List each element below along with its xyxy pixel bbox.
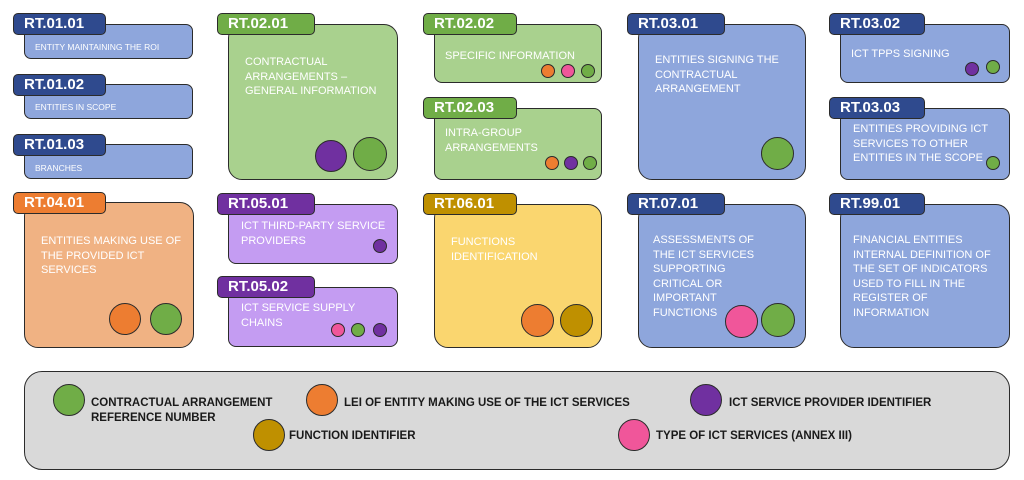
- provider-id-dot: [564, 156, 578, 170]
- card-label: ICT TPPs SIGNING: [851, 48, 950, 60]
- card-rt-03-01: ENTITIES SIGNING THE CONTRACTUAL ARRANGE…: [638, 24, 806, 180]
- lei-entity-dot: [541, 64, 555, 78]
- provider-id-dot: [965, 62, 979, 76]
- legend-ict-type-label: TYPE OF ICT SERVICES (ANNEX III): [656, 430, 852, 442]
- tag-rt-02-02: RT.02.02: [423, 13, 517, 35]
- legend-purple-dot: [690, 384, 722, 416]
- legend: CONTRACTUAL ARRANGEMENT REFERENCE NUMBER…: [24, 371, 1010, 470]
- tag-rt-03-02: RT.03.02: [829, 13, 925, 35]
- contract-ref-dot: [986, 156, 1000, 170]
- tag-rt-03-01: RT.03.01: [627, 13, 725, 35]
- card-rt-05-01: ICT THIRD-PARTY SERVICE PROVIDERS: [228, 204, 398, 264]
- contract-ref-dot: [583, 156, 597, 170]
- tag-rt-03-03: RT.03.03: [829, 97, 925, 119]
- card-label: SPECIFIC INFORMATION: [445, 50, 575, 62]
- tag-rt-05-02: RT.05.02: [217, 276, 315, 298]
- ict-type-dot: [725, 305, 758, 338]
- legend-provider-id-label: ICT SERVICE PROVIDER IDENTIFIER: [729, 397, 932, 409]
- card-label: ENTITIES IN SCOPE: [35, 102, 117, 112]
- legend-pink-dot: [618, 419, 650, 451]
- legend-orange-dot: [306, 384, 338, 416]
- contract-ref-dot: [761, 137, 794, 170]
- provider-id-dot: [373, 239, 387, 253]
- legend-contract-ref-label: CONTRACTUAL ARRANGEMENT REFERENCE NUMBER: [91, 397, 273, 424]
- card-label: ENTITIES MAKING USE OF THE PROVIDED ICT …: [41, 235, 181, 276]
- function-id-dot: [560, 304, 593, 337]
- legend-green-dot: [53, 384, 85, 416]
- tag-rt-01-03: RT.01.03: [13, 134, 106, 156]
- card-rt-99-01: FINANCIAL ENTITIES INTERNAL DEFINITION O…: [840, 204, 1010, 348]
- card-rt-06-01: FUNCTIONS IDENTIFICATION: [434, 204, 602, 348]
- tag-rt-06-01: RT.06.01: [423, 193, 517, 215]
- contract-ref-dot: [581, 64, 595, 78]
- ict-type-dot: [561, 64, 575, 78]
- tag-rt-07-01: RT.07.01: [627, 193, 725, 215]
- provider-id-dot: [315, 140, 347, 172]
- legend-function-id-label: FUNCTION IDENTIFIER: [289, 430, 416, 442]
- contract-ref-dot: [761, 303, 795, 337]
- contract-ref-dot: [150, 303, 182, 335]
- ict-type-dot: [331, 323, 345, 337]
- card-label: ENTITY MAINTAINING THE ROI: [35, 42, 160, 52]
- card-label: INTRA-GROUP ARRANGEMENTS: [445, 127, 538, 154]
- tag-rt-04-01: RT.04.01: [13, 192, 106, 214]
- legend-gold-dot: [253, 419, 285, 451]
- lei-entity-dot: [109, 303, 141, 335]
- card-rt-01-03: BRANCHES: [24, 144, 193, 179]
- tag-rt-01-01: RT.01.01: [13, 13, 106, 35]
- card-label: FUNCTIONS IDENTIFICATION: [451, 236, 538, 263]
- card-label: FINANCIAL ENTITIES INTERNAL DEFINITION O…: [853, 234, 991, 319]
- card-rt-07-01: ASSESSMENTS OF THE ICT SERVICES SUPPORTI…: [638, 204, 806, 348]
- legend-lei-label: LEI OF ENTITY MAKING USE OF THE ICT SERV…: [344, 397, 630, 409]
- contract-ref-dot: [351, 323, 365, 337]
- tag-rt-01-02: RT.01.02: [13, 74, 106, 96]
- card-rt-02-01: CONTRACTUAL ARRANGEMENTS – GENERAL INFOR…: [228, 24, 398, 180]
- tag-rt-02-01: RT.02.01: [217, 13, 315, 35]
- card-label: ENTITIES PROVIDING ICT SERVICES TO OTHER…: [853, 123, 988, 164]
- card-rt-03-03: ENTITIES PROVIDING ICT SERVICES TO OTHER…: [840, 108, 1010, 180]
- card-rt-04-01: ENTITIES MAKING USE OF THE PROVIDED ICT …: [24, 202, 194, 348]
- card-label: ENTITIES SIGNING THE CONTRACTUAL ARRANGE…: [655, 54, 779, 95]
- lei-entity-dot: [545, 156, 559, 170]
- card-label: CONTRACTUAL ARRANGEMENTS – GENERAL INFOR…: [245, 56, 377, 97]
- tag-rt-02-03: RT.02.03: [423, 97, 517, 119]
- card-label: ASSESSMENTS OF THE ICT SERVICES SUPPORTI…: [653, 234, 755, 319]
- contract-ref-dot: [986, 60, 1000, 74]
- contract-ref-dot: [353, 137, 387, 171]
- tag-rt-05-01: RT.05.01: [217, 193, 315, 215]
- card-rt-02-03: INTRA-GROUP ARRANGEMENTS: [434, 108, 602, 180]
- tag-rt-99-01: RT.99.01: [829, 193, 925, 215]
- card-label: ICT THIRD-PARTY SERVICE PROVIDERS: [241, 220, 386, 247]
- card-label: BRANCHES: [35, 163, 83, 173]
- card-label: ICT SERVICE SUPPLY CHAINS: [241, 302, 356, 329]
- lei-entity-dot: [521, 304, 554, 337]
- card-rt-02-02: SPECIFIC INFORMATION: [434, 24, 602, 83]
- provider-id-dot: [373, 323, 387, 337]
